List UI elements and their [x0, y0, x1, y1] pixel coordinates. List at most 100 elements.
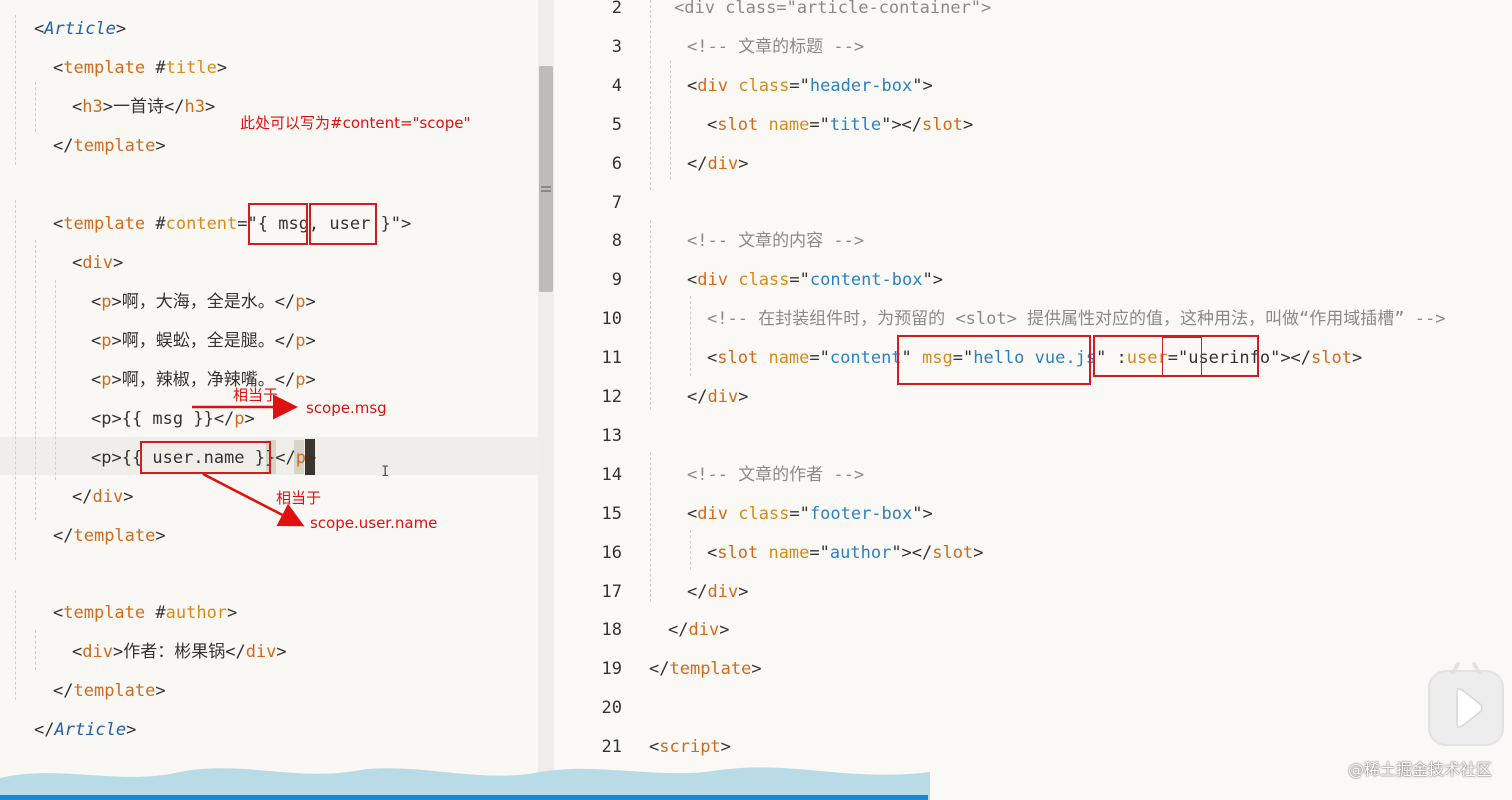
- indent-guide: [650, 220, 651, 410]
- code-line[interactable]: <p>{{ msg }}</p>: [91, 404, 255, 434]
- annotation-scope-note: 此处可以写为#content="scope": [240, 114, 471, 132]
- code-token: <: [53, 603, 64, 623]
- code-line[interactable]: <p>啊，蜈蚣，全是腿。</p>: [91, 326, 316, 356]
- code-token: ": [901, 348, 923, 369]
- highlight-box-user-name: [140, 441, 271, 474]
- code-token: =": [789, 270, 810, 291]
- line-number: 7: [611, 192, 622, 213]
- code-token: user: [1126, 348, 1168, 369]
- code-line[interactable]: <script>: [649, 732, 731, 762]
- code-line[interactable]: <template #content="{ msg, user }">: [53, 209, 411, 239]
- code-line[interactable]: <!-- 文章的作者 -->: [687, 460, 864, 490]
- indent-guide: [670, 60, 671, 180]
- code-token: >: [305, 370, 316, 390]
- code-line[interactable]: <slot name="author"></slot>: [707, 538, 983, 568]
- code-line[interactable]: <h3>一首诗</h3>: [72, 92, 215, 122]
- highlight-box-user-word: [1162, 337, 1202, 377]
- code-token: content-box: [809, 270, 923, 291]
- code-token: >: [227, 603, 238, 623]
- code-token: =": [809, 542, 830, 563]
- code-token: p: [234, 409, 245, 429]
- code-token: </: [687, 153, 708, 174]
- code-token: <: [91, 370, 102, 390]
- code-line[interactable]: <template #author>: [53, 598, 237, 628]
- code-token: <p>{{ msg }}</: [91, 409, 235, 429]
- left-editor[interactable]: <Article><template #title><h3>一首诗</h3></…: [0, 0, 538, 800]
- code-line[interactable]: <div>: [72, 248, 123, 278]
- code-line[interactable]: <slot name="title"></slot>: [707, 110, 973, 140]
- line-number: 18: [601, 620, 622, 641]
- scrollbar-thumb[interactable]: [539, 66, 553, 292]
- code-token: <: [72, 97, 83, 117]
- highlight-box-user: [309, 203, 377, 245]
- code-line[interactable]: </div>: [72, 482, 133, 512]
- code-token: >: [276, 642, 287, 662]
- code-token: p: [295, 292, 306, 312]
- code-token: slot: [922, 114, 963, 135]
- code-token: =": [809, 114, 830, 135]
- code-line[interactable]: <slot name="content" msg="hello vue.js" …: [707, 343, 1362, 373]
- indent-guide: [15, 590, 16, 700]
- code-token: </: [34, 720, 55, 740]
- code-line[interactable]: <!-- 在封装组件时，为预留的 <slot> 提供属性对应的值，这种用法，叫做…: [707, 304, 1445, 334]
- code-line[interactable]: <!-- 文章的内容 -->: [687, 226, 864, 256]
- video-progress-bar[interactable]: [0, 795, 928, 800]
- line-number: 4: [611, 75, 622, 96]
- code-line[interactable]: </template>: [649, 654, 762, 684]
- code-line[interactable]: </template>: [53, 131, 166, 161]
- annotation-equiv-1: 相当于: [233, 386, 279, 404]
- code-token: <: [72, 642, 83, 662]
- code-line[interactable]: </Article>: [34, 715, 136, 745]
- code-line[interactable]: <div class="footer-box">: [687, 499, 933, 529]
- code-line[interactable]: </template>: [53, 676, 166, 706]
- annotation-equiv-2: 相当于: [276, 489, 322, 507]
- code-token: author: [165, 603, 228, 623]
- play-icon[interactable]: [1428, 662, 1504, 746]
- code-line[interactable]: <p>{{ user.name }}</p>: [91, 443, 316, 473]
- code-line[interactable]: </template>: [53, 521, 166, 551]
- code-token: >: [962, 114, 974, 135]
- code-line[interactable]: </div>: [668, 615, 729, 645]
- code-line[interactable]: <p>啊，大海，全是水。</p>: [91, 287, 316, 317]
- annotation-scope-msg: scope.msg: [306, 399, 387, 417]
- code-line[interactable]: <div class="header-box">: [687, 71, 933, 101]
- line-number: 2: [611, 0, 622, 18]
- code-line[interactable]: </div>: [687, 382, 748, 412]
- code-line[interactable]: <!-- 文章的标题 -->: [687, 32, 864, 62]
- code-line[interactable]: <div class="article-container">: [674, 0, 991, 23]
- scrollbar-grip-icon: [541, 186, 551, 196]
- code-token: div: [707, 153, 739, 174]
- code-line[interactable]: <p>啊，辣椒，净辣嘴。</p>: [91, 365, 316, 395]
- code-token: ="userinfo"></: [1167, 348, 1312, 369]
- indent-guide: [650, 0, 651, 190]
- code-token: hello vue.js: [973, 348, 1097, 369]
- decorative-wave: [0, 767, 930, 800]
- right-editor[interactable]: 2<div class="article-container">3<!-- 文章…: [554, 0, 1512, 800]
- badge-ears-icon: [1450, 662, 1482, 674]
- code-line[interactable]: <template #title>: [53, 53, 227, 83]
- code-token: >: [305, 448, 317, 468]
- vertical-scrollbar[interactable]: [538, 0, 554, 800]
- code-token: div: [82, 253, 113, 273]
- code-line[interactable]: <Article>: [34, 14, 126, 44]
- text-caret: [305, 439, 315, 475]
- code-token: p: [101, 331, 112, 351]
- line-number: 6: [611, 153, 622, 174]
- code-line[interactable]: <div class="content-box">: [687, 265, 943, 295]
- code-line[interactable]: <div>作者：彬果锅</div>: [72, 637, 287, 667]
- code-token: h3: [184, 97, 205, 117]
- line-number: 8: [611, 231, 622, 252]
- code-token: ="{ msg, user }">: [237, 214, 412, 234]
- line-number: 20: [601, 698, 622, 719]
- code-token: "></: [891, 542, 933, 563]
- code-token: #: [145, 58, 166, 78]
- code-line[interactable]: </div>: [687, 577, 748, 607]
- code-token: </: [687, 387, 708, 407]
- code-line[interactable]: </div>: [687, 149, 748, 179]
- code-token: title: [165, 58, 217, 78]
- code-token: template: [73, 526, 156, 546]
- code-token: name: [768, 114, 810, 135]
- code-token: p: [295, 331, 306, 351]
- code-token: >: [1351, 348, 1363, 369]
- watermark-text: @稀土掘金技术社区: [1347, 760, 1492, 779]
